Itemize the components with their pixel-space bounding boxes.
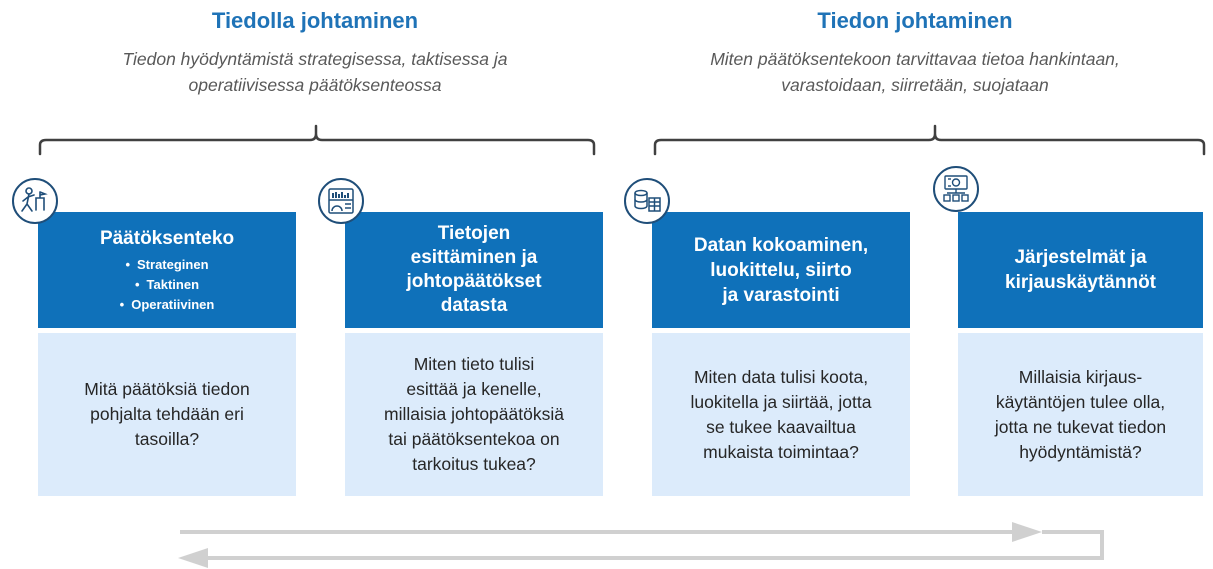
card-systems-header: Järjestelmät ja kirjauskäytännöt: [958, 212, 1203, 328]
body-line: hyödyntämistä?: [1019, 441, 1142, 462]
body-line: tarkoitus tukea?: [412, 454, 536, 474]
return-arrow-connector: [1042, 530, 1104, 560]
title-line: luokittelu, siirto: [710, 259, 852, 281]
systems-icon: [933, 166, 979, 212]
card-decision-body: Mitä päätöksiä tiedon pohjalta tehdään e…: [38, 333, 296, 496]
right-group-title: Tiedon johtaminen: [817, 8, 1013, 33]
body-line: pohjalta tehdään eri: [90, 404, 244, 424]
title-line: kirjauskäytännöt: [1005, 272, 1156, 293]
right-subtitle-line-2: varastoidaan, siirretään, suojataan: [781, 75, 1049, 95]
bullet-item: Strateginen: [120, 255, 215, 275]
title-line: johtopäätökset: [406, 271, 542, 292]
dashboard-icon: [318, 178, 364, 224]
body-line: mukaista toimintaa?: [703, 441, 859, 462]
body-line: tasoilla?: [134, 429, 200, 449]
card-decision-header: Päätöksenteko Strateginen Taktinen Opera…: [38, 212, 296, 328]
right-subtitle-line-1: Miten päätöksentekoon tarvittavaa tietoa…: [710, 49, 1120, 69]
right-bracket: [653, 124, 1206, 156]
body-line: Mitä päätöksiä tiedon: [84, 379, 250, 399]
card-systems-body: Millaisia kirjaus- käytäntöjen tulee oll…: [958, 333, 1203, 496]
left-bracket: [38, 124, 596, 156]
title-line: Tietojen: [437, 223, 511, 244]
card-data-presentation-body: Miten tieto tulisi esittää ja kenelle, m…: [345, 333, 603, 496]
title-line: ja varastointi: [722, 284, 840, 306]
body-line: Millaisia kirjaus-: [1018, 366, 1143, 387]
card-decision-bullets: Strateginen Taktinen Operatiivinen: [120, 255, 215, 315]
body-line: käytäntöjen tulee olla,: [995, 391, 1166, 412]
title-line: Järjestelmät ja: [1014, 247, 1147, 268]
card-data-presentation-header: Tietojen esittäminen ja johtopäätökset d…: [345, 212, 603, 328]
left-subtitle-line-1: Tiedon hyödyntämistä strategisessa, takt…: [122, 49, 508, 69]
body-line: se tukee kaavailtua: [706, 416, 856, 437]
left-subtitle-line-2: operatiivisessa päätöksenteossa: [188, 75, 442, 95]
card-decision-title: Päätöksenteko: [99, 227, 235, 249]
title-line: esittäminen ja: [410, 247, 538, 268]
body-line: esittää ja kenelle,: [406, 379, 542, 399]
bullet-item: Operatiivinen: [120, 295, 214, 315]
left-group-subtitle: Tiedon hyödyntämistä strategisessa, takt…: [20, 46, 610, 98]
body-line: Miten tieto tulisi: [413, 354, 535, 374]
bullet-item: Taktinen: [120, 275, 215, 295]
body-line: Miten data tulisi koota,: [693, 366, 869, 387]
decision-making-icon: [12, 178, 58, 224]
forward-arrow-head: [1012, 522, 1042, 542]
left-group-title: Tiedolla johtaminen: [211, 8, 419, 33]
backward-arrow-head: [178, 548, 208, 568]
body-line: luokitella ja siirtää, jotta: [690, 391, 872, 412]
title-line: Datan kokoaminen,: [693, 234, 869, 256]
body-line: jotta ne tukevat tiedon: [994, 416, 1167, 437]
card-data-collection-body: Miten data tulisi koota, luokitella ja s…: [652, 333, 910, 496]
body-line: tai päätöksentekoa on: [388, 429, 560, 449]
title-line: datasta: [440, 295, 508, 316]
right-group-subtitle: Miten päätöksentekoon tarvittavaa tietoa…: [630, 46, 1200, 98]
card-data-collection-header: Datan kokoaminen, luokittelu, siirto ja …: [652, 212, 910, 328]
body-line: millaisia johtopäätöksiä: [384, 404, 564, 424]
database-table-icon: [624, 178, 670, 224]
